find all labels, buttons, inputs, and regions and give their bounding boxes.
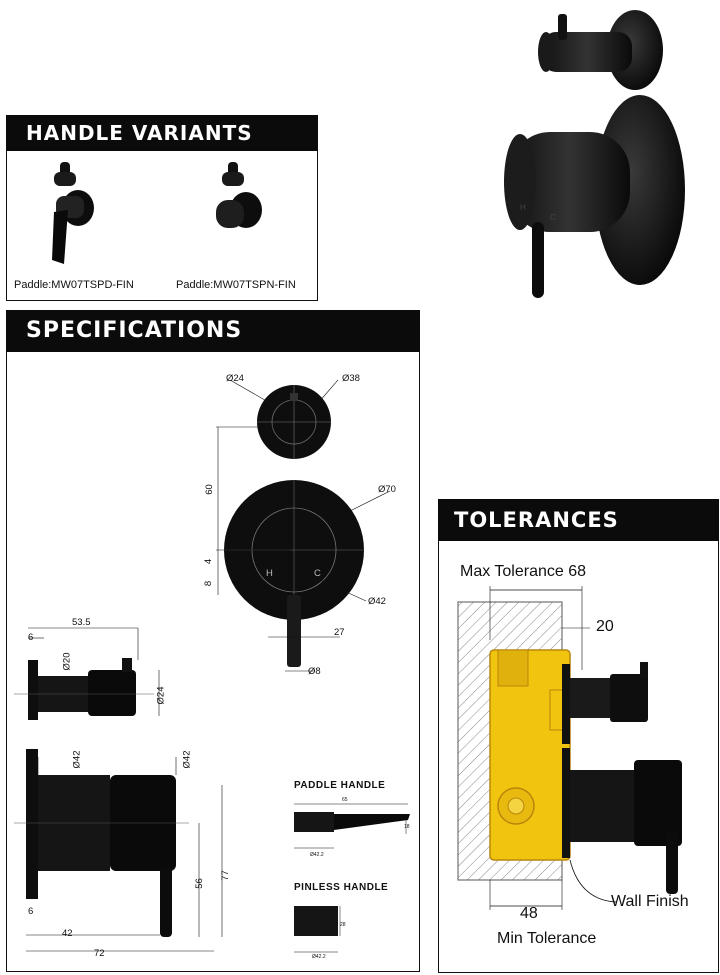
front-dim-8: 8 [203, 580, 215, 587]
side-top-dim-dia20: Ø20 [61, 652, 73, 671]
variant-label-2: Paddle:MW07TSPN-FIN [176, 279, 296, 291]
product-photo: H C [470, 0, 720, 300]
side-top-dim-dia24: Ø24 [155, 686, 167, 705]
front-dim-27: 27 [334, 627, 345, 638]
pinless-handle-drawing [290, 898, 415, 968]
pinless-handle-thumbnail [210, 160, 270, 240]
specifications-title: SPECIFICATIONS [6, 310, 420, 352]
front-label-c: C [314, 568, 321, 579]
front-dim-dia8: Ø8 [308, 666, 321, 677]
front-view-drawing [190, 365, 420, 685]
paddle-handle-h: 18 [404, 824, 410, 830]
front-dim-dia24: Ø24 [226, 373, 244, 384]
front-dim-dia70: Ø70 [378, 484, 396, 495]
svg-text:C: C [550, 213, 556, 222]
wall-finish-label: Wall Finish [611, 893, 689, 910]
side-view-diverter-drawing [14, 620, 184, 730]
front-dim-dia42: Ø42 [368, 596, 386, 607]
handle-variants-title: HANDLE VARIANTS [6, 115, 318, 151]
pinless-handle-title: PINLESS HANDLE [294, 882, 389, 893]
svg-text:H: H [520, 203, 526, 212]
side-bottom-dim-42: 42 [62, 928, 73, 939]
variant-label-1: Paddle:MW07TSPD-FIN [14, 279, 134, 291]
front-dim-60: 60 [203, 484, 215, 495]
side-bottom-dim-6: 6 [28, 906, 34, 917]
side-bottom-dim-56: 56 [193, 878, 205, 889]
paddle-handle-drawing [290, 796, 415, 866]
side-bottom-dim-77: 77 [219, 870, 231, 881]
tolerances-drawing [450, 580, 720, 920]
side-view-mixer-drawing [14, 745, 244, 960]
pinless-handle-h: 28 [340, 922, 346, 928]
paddle-handle-w: 65 [342, 797, 348, 803]
front-dim-dia38: Ø38 [342, 373, 360, 384]
min-tolerance-value: 48 [520, 905, 538, 922]
side-bottom-dim-72: 72 [94, 948, 105, 959]
min-tolerance-label: Min Tolerance [497, 930, 597, 947]
tolerances-title: TOLERANCES [438, 499, 719, 541]
side-bottom-dim-dia42-b: Ø42 [181, 750, 193, 769]
front-label-h: H [266, 568, 273, 579]
paddle-handle-title: PADDLE HANDLE [294, 780, 386, 791]
max-tolerance-label: Max Tolerance 68 [460, 563, 586, 580]
paddle-handle-thumbnail [40, 160, 100, 270]
side-top-dim-53-5: 53.5 [72, 617, 91, 628]
side-top-dim-6: 6 [28, 632, 34, 643]
front-dim-4: 4 [203, 558, 215, 565]
side-bottom-dim-dia42-a: Ø42 [71, 750, 83, 769]
tolerance-dim-20: 20 [596, 618, 614, 635]
paddle-handle-d: Ø42.2 [310, 852, 324, 858]
pinless-handle-d: Ø42.2 [312, 954, 326, 960]
